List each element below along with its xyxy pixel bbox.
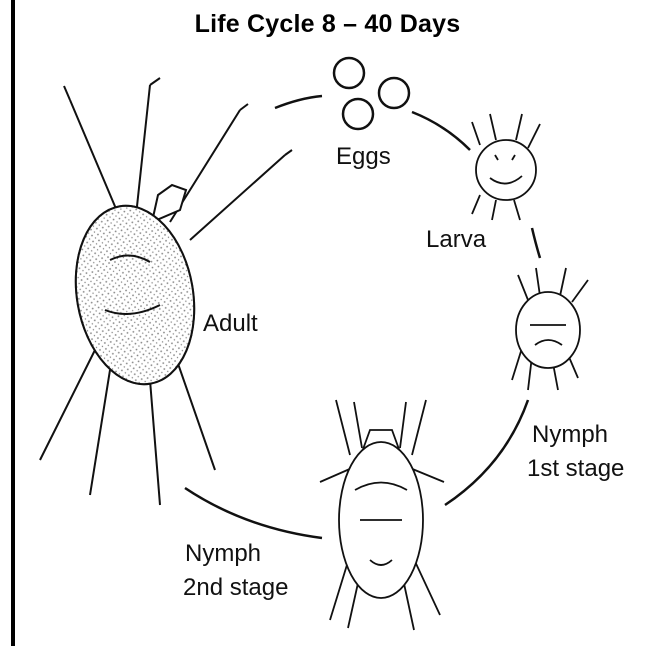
arc-nymph2-to-adult [185, 488, 322, 538]
adult-illustration [40, 78, 292, 505]
stage-label-larva: Larva [426, 226, 486, 254]
stage-label-nymph-2nd-line2: 2nd stage [183, 574, 288, 602]
arc-larva-to-nymph1 [532, 228, 540, 258]
larva-illustration [472, 114, 540, 220]
egg [379, 78, 409, 108]
eggs-illustration [334, 58, 409, 129]
stage-label-nymph-2nd-line1: Nymph [185, 540, 261, 568]
nymph-2nd-stage-illustration [320, 400, 444, 630]
arc-adult-to-eggs [275, 96, 322, 108]
stage-label-nymph-1st-line2: 1st stage [527, 455, 624, 483]
stage-label-eggs: Eggs [336, 143, 391, 171]
stage-label-adult: Adult [203, 310, 258, 338]
egg [334, 58, 364, 88]
egg [343, 99, 373, 129]
nymph-1st-stage-illustration [512, 268, 588, 390]
arc-eggs-to-larva [412, 112, 470, 150]
stage-label-nymph-1st-line1: Nymph [532, 421, 608, 449]
arc-nymph1-to-nymph2 [445, 400, 528, 505]
